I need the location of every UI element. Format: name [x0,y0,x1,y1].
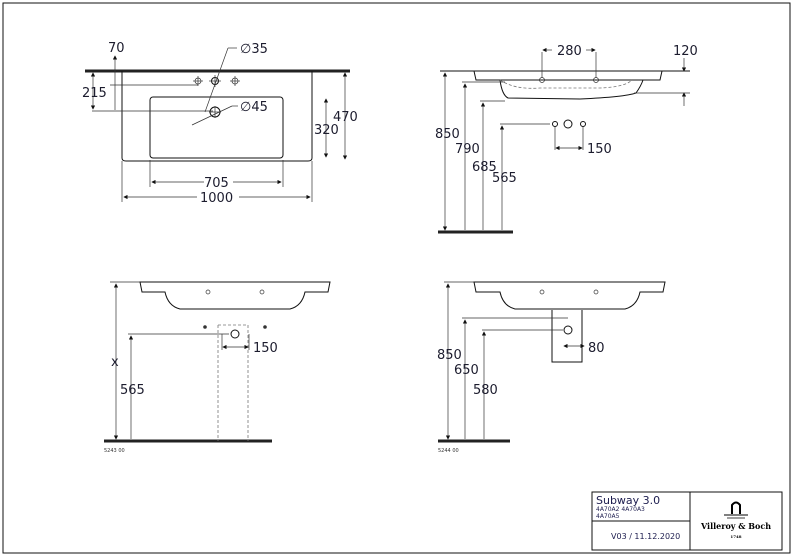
dim-320: 320 [314,123,339,138]
dim-diameter-35: ∅35 [240,42,268,57]
basin-front [139,281,331,310]
article-numbers-2: 4A70A5 [596,513,620,520]
basin-outline [121,71,313,162]
dim-850: 850 [437,348,462,363]
svg-text:1748: 1748 [730,534,741,539]
dim-150: 150 [587,142,612,157]
dim-685: 685 [472,160,497,175]
dim-diameter-45: ∅45 [240,100,268,115]
dim-120: 120 [673,44,698,59]
dim-565: 565 [120,383,145,398]
dim-280: 280 [557,44,582,59]
dim-150: 150 [253,341,278,356]
basin-profile [473,70,663,100]
basin-bowl [149,96,284,159]
article-code: 5244 00 [438,448,459,454]
svg-text:Villeroy & Boch: Villeroy & Boch [700,521,771,531]
top-view: 70 215 ∅35 ∅45 320 470 705 1000 [82,41,358,206]
half-pedestal-view: 850 650 580 80 5244 00 [437,281,666,454]
dim-580: 580 [473,383,498,398]
valve-icon [563,119,573,129]
dim-1000: 1000 [200,191,233,206]
dim-850: 850 [435,127,460,142]
dim-565: 565 [492,171,517,186]
dim-80: 80 [588,341,605,356]
product-name: Subway 3.0 [596,494,660,507]
basin-front [473,281,666,310]
pedestal-view: x 565 150 5243 00 [104,281,331,454]
dim-470: 470 [333,110,358,125]
dim-705: 705 [204,176,229,191]
version-date: V03 / 11.12.2020 [611,532,680,541]
dim-790: 790 [455,142,480,157]
dim-215: 215 [82,86,107,101]
dim-x: x [111,355,119,370]
half-pedestal-outline [551,310,583,363]
side-view: 280 120 850 790 685 565 150 [435,44,698,234]
brand-logo-icon: Villeroy & Boch 1748 [700,501,771,539]
dim-70: 70 [108,41,125,56]
dim-650: 650 [454,363,479,378]
title-block: Subway 3.0 4A70A2 4A70A3 4A70A5 V03 / 11… [591,491,783,551]
article-code: 5243 00 [104,448,125,454]
pedestal-outline [217,324,249,441]
article-numbers: 4A70A2 4A70A3 [596,506,645,513]
